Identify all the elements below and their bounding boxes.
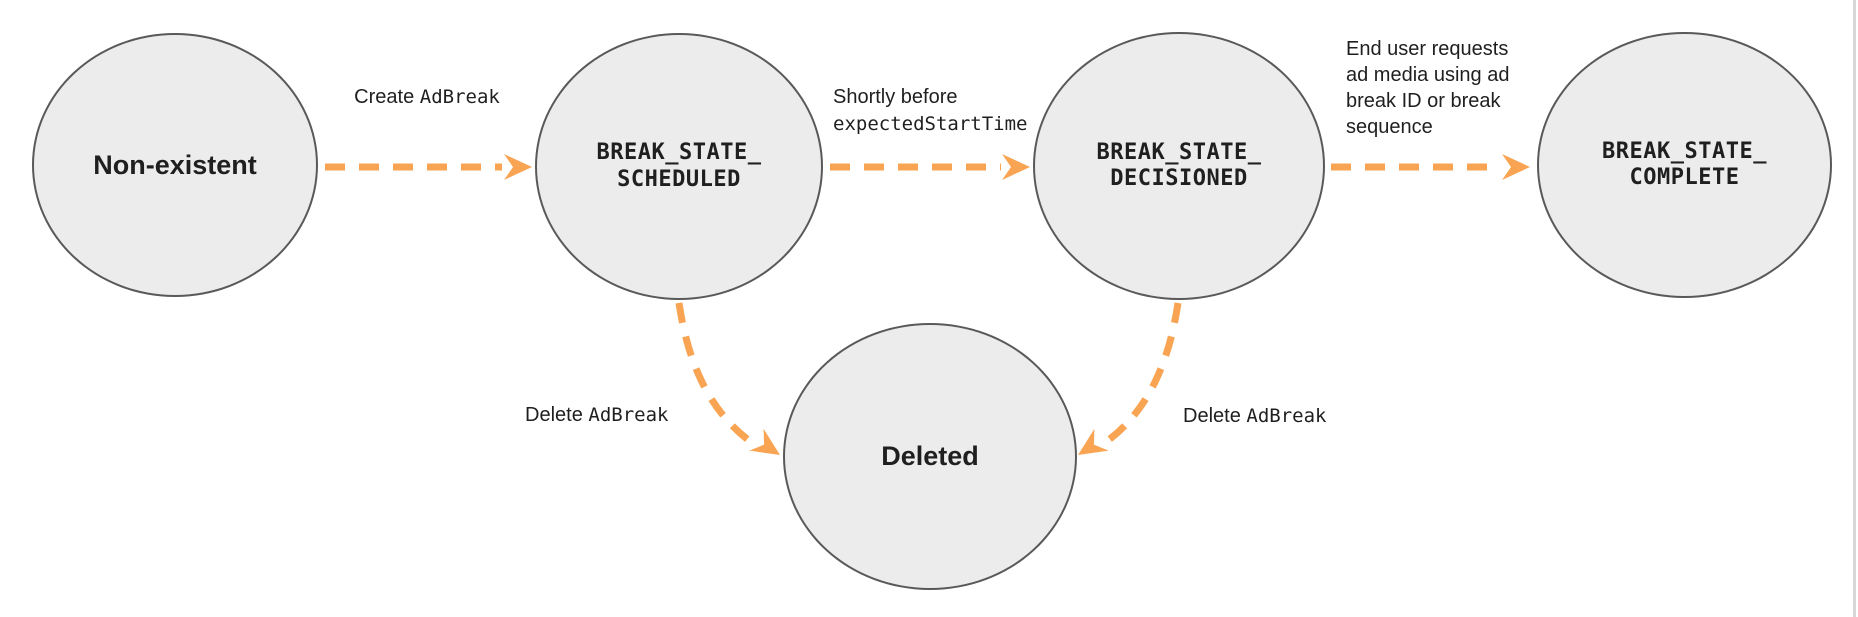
edge-label-end-user-line4: sequence bbox=[1346, 116, 1433, 138]
state-node-non-existent: Non-existent bbox=[32, 33, 318, 297]
edge-label-delete-adbreak-right: Delete AdBreak bbox=[1183, 403, 1326, 430]
edge-label-delete-left-code: AdBreak bbox=[588, 404, 669, 426]
edge-label-delete-right-action: Delete bbox=[1183, 405, 1247, 427]
edge-label-end-user-line3: break ID or break bbox=[1346, 90, 1501, 112]
arrow-create-adbreak bbox=[325, 154, 532, 180]
edge-label-delete-adbreak-left: Delete AdBreak bbox=[525, 402, 668, 429]
state-label-break-state-scheduled: BREAK_STATE_ SCHEDULED bbox=[596, 140, 762, 192]
edge-label-delete-right-code: AdBreak bbox=[1246, 405, 1327, 427]
edge-label-end-user-line2: ad media using ad bbox=[1346, 64, 1510, 86]
state-node-deleted: Deleted bbox=[783, 323, 1077, 590]
state-label-break-state-complete: BREAK_STATE_ COMPLETE bbox=[1602, 138, 1767, 190]
edge-label-create-adbreak-code: AdBreak bbox=[419, 86, 500, 108]
arrow-delete-adbreak-right bbox=[1078, 302, 1182, 455]
state-label-deleted: Deleted bbox=[881, 441, 979, 471]
state-label-break-state-decisioned: BREAK_STATE_ DECISIONED bbox=[1096, 139, 1262, 191]
state-node-break-state-scheduled: BREAK_STATE_ SCHEDULED bbox=[535, 33, 823, 300]
edge-label-delete-left-action: Delete bbox=[525, 404, 589, 426]
edge-label-create-adbreak: Create AdBreak bbox=[354, 84, 500, 111]
edge-label-shortly-before-line2: expectedStartTime bbox=[833, 113, 1028, 135]
state-node-break-state-decisioned: BREAK_STATE_ DECISIONED bbox=[1033, 32, 1325, 300]
edge-label-shortly-before: Shortly before expectedStartTime bbox=[833, 84, 1027, 138]
edge-label-end-user-request: End user requests ad media using ad brea… bbox=[1346, 36, 1509, 140]
state-node-break-state-complete: BREAK_STATE_ COMPLETE bbox=[1537, 32, 1832, 298]
arrow-end-user-request bbox=[1331, 154, 1530, 180]
content-right-border bbox=[1853, 0, 1856, 617]
arrow-shortly-before bbox=[830, 154, 1030, 180]
state-label-non-existent: Non-existent bbox=[93, 149, 257, 180]
edge-label-create-adbreak-action: Create bbox=[354, 86, 420, 108]
edge-label-shortly-before-line1: Shortly before bbox=[833, 86, 958, 108]
arrow-delete-adbreak-left bbox=[675, 302, 780, 455]
edge-label-end-user-line1: End user requests bbox=[1346, 38, 1509, 60]
